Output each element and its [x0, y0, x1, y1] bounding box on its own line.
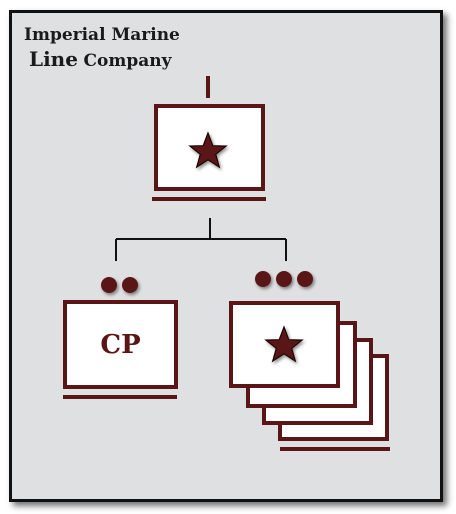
hq-tick — [206, 76, 210, 98]
cp-base-line — [63, 395, 177, 399]
cp-label: CP — [100, 329, 141, 360]
cp-unit-box — [63, 300, 178, 389]
platoon-size-dots — [255, 271, 313, 287]
title-line-1: Imperial Marine — [24, 25, 180, 45]
cp-size-dots — [101, 277, 138, 293]
platoon-base-line — [280, 447, 390, 451]
title-line-2-small: Company — [83, 51, 172, 71]
title-line-2-big: Line — [29, 47, 78, 71]
title-line-2: Line Company — [24, 46, 180, 74]
hq-base-line — [152, 197, 266, 201]
diagram-title: Imperial Marine Line Company — [24, 24, 180, 74]
connector-lines — [115, 218, 287, 261]
hq-star-icon — [188, 131, 228, 169]
platoon-star-icon — [264, 325, 304, 363]
